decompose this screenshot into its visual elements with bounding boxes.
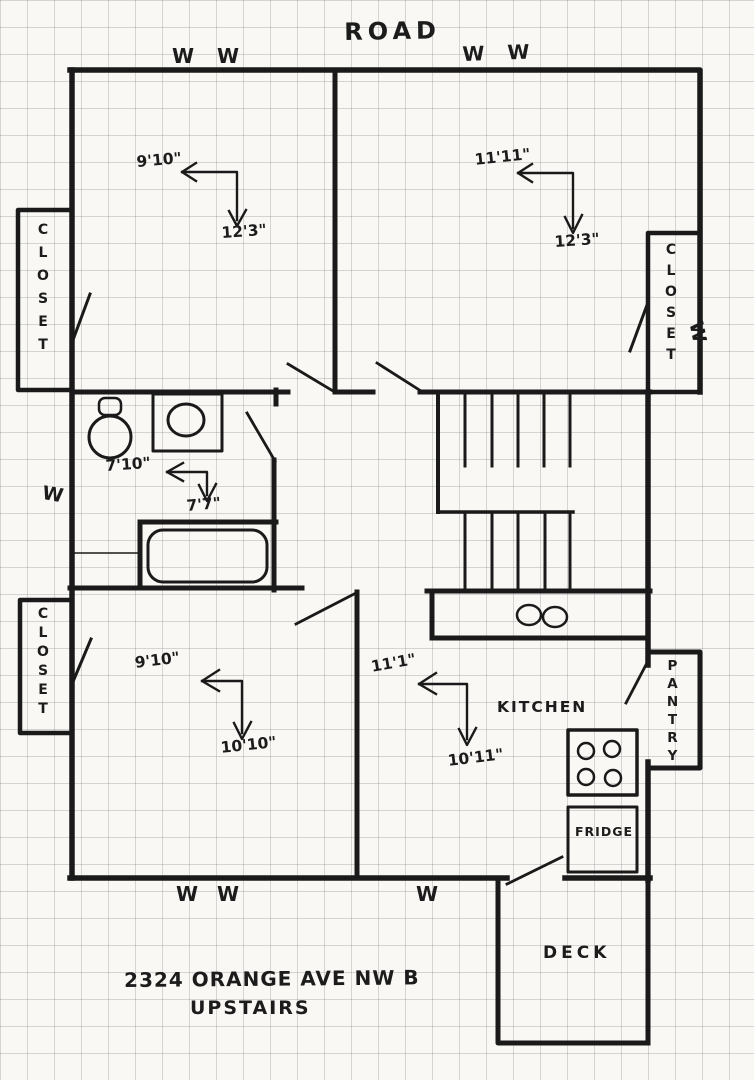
closet-door-slash-upper-left [71, 292, 92, 342]
fridge-box [566, 805, 639, 874]
closet-label-upper-right: CLOSET [663, 242, 679, 368]
closet-lower-left-box [17, 597, 73, 736]
door-swing-deck [505, 855, 564, 886]
washer-dryer-icon [515, 603, 569, 629]
deck-label: DECK [543, 943, 611, 963]
dimension-arrow-upper-right [516, 162, 584, 235]
closet-boxes [15, 207, 703, 736]
address-line-2: UPSTAIRS [190, 997, 311, 1019]
window-label-left: W [40, 482, 65, 508]
pantry-box [647, 649, 703, 771]
deck-outline [495, 875, 651, 1046]
dimension-upper-right-depth: 12'3" [553, 229, 601, 251]
sink-icon [151, 392, 224, 453]
dimension-arrow-upper-left [180, 161, 248, 228]
closet-door-slash-upper-right [628, 303, 649, 353]
closet-upper-left-box [15, 207, 75, 393]
bathroom-fixtures [71, 392, 269, 584]
fridge-label: FRIDGE [575, 824, 633, 839]
kitchen-label: KITCHEN [497, 698, 588, 716]
door-swing-bedroom-upper-right [375, 361, 423, 393]
stair-treads-lower [463, 510, 572, 591]
dimension-arrow-lower-left [200, 668, 253, 741]
dimension-arrow-bathroom [165, 461, 218, 503]
stairs [436, 390, 575, 591]
closet-door-slash-lower-left [70, 637, 93, 686]
dimension-upper-left-width: 9'10" [135, 149, 183, 171]
toilet-icon [87, 396, 133, 460]
door-swing-bathroom [245, 411, 277, 463]
door-swing-bedroom-upper-left [286, 362, 335, 393]
outer-walls [67, 67, 703, 883]
window-label-bottom-middle: W [416, 882, 439, 906]
stove-icon [566, 728, 639, 797]
road-label: ROAD [343, 16, 442, 46]
closet-label-lower-left: CLOSET [35, 606, 51, 720]
window-label-top-left: W W [172, 44, 248, 68]
bathtub-icon [146, 528, 269, 584]
door-swing-bedroom-lower-left [294, 591, 358, 626]
window-label-top-right: W W [461, 39, 538, 66]
dimension-upper-left-depth: 12'3" [220, 220, 268, 242]
address-line-1: 2324 ORANGE AVE NW B [123, 965, 420, 992]
interior-walls [67, 67, 653, 881]
window-label-right: W [684, 319, 711, 345]
stair-treads-upper [463, 392, 572, 468]
dimension-bathroom-width: 7'10" [104, 453, 152, 475]
dimension-bathroom-depth: 7'7" [185, 494, 222, 515]
door-swings [70, 292, 650, 886]
window-label-bottom-left: W W [176, 882, 246, 906]
kitchen-fixtures [566, 728, 639, 874]
door-swing-pantry [624, 659, 650, 705]
closet-label-upper-left: CLOSET [35, 222, 51, 360]
dimension-arrows [165, 161, 584, 747]
closet-upper-right-box [645, 230, 703, 395]
pantry-label: PANTRY [664, 658, 681, 766]
dimension-arrow-lower-middle [417, 671, 478, 747]
